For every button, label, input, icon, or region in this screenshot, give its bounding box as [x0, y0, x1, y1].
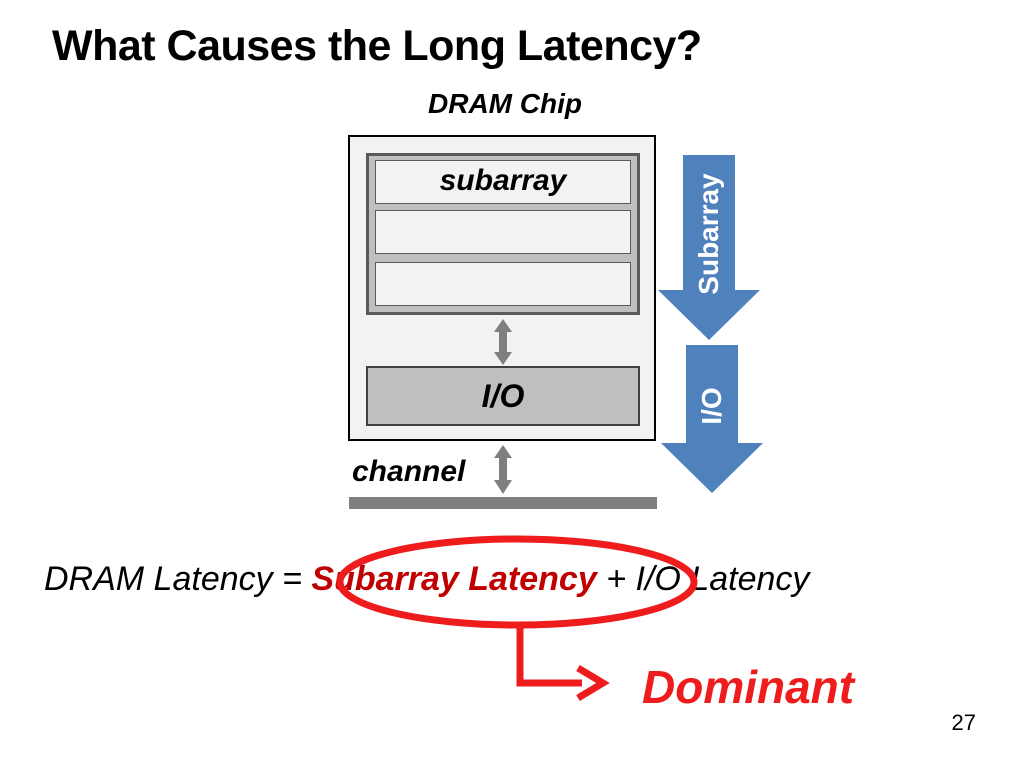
io-channel-connector — [494, 445, 512, 494]
subarray-arrow-label: Subarray — [693, 173, 724, 295]
io-arrow-label: I/O — [696, 387, 727, 425]
dominant-connector — [516, 628, 610, 702]
subarray-label: subarray — [439, 164, 567, 197]
subarray-latency-arrow — [658, 155, 760, 340]
dominant-label: Dominant — [642, 661, 855, 713]
equation-plus: + — [606, 560, 627, 598]
equation-lhs: DRAM Latency = — [44, 560, 302, 598]
subarray-row: subarray — [375, 160, 631, 204]
io-latency-arrow — [661, 345, 763, 493]
channel-bar — [349, 497, 657, 509]
io-label: I/O — [481, 378, 525, 414]
io-block: I/O — [366, 366, 640, 426]
io-latency-term: I/O Latency — [635, 560, 810, 598]
latency-equation: DRAM Latency = Subarray Latency + I/O La… — [44, 560, 809, 599]
subarray-group: subarray — [366, 153, 640, 315]
subarray-row — [375, 262, 631, 306]
subarray-io-connector — [494, 319, 512, 365]
subarray-latency-term: Subarray Latency — [311, 560, 597, 598]
chip-label: DRAM Chip — [428, 88, 582, 119]
subarray-row — [375, 210, 631, 254]
channel-label: channel — [352, 455, 466, 488]
page-number: 27 — [951, 710, 976, 735]
slide-title: What Causes the Long Latency? — [52, 22, 702, 70]
